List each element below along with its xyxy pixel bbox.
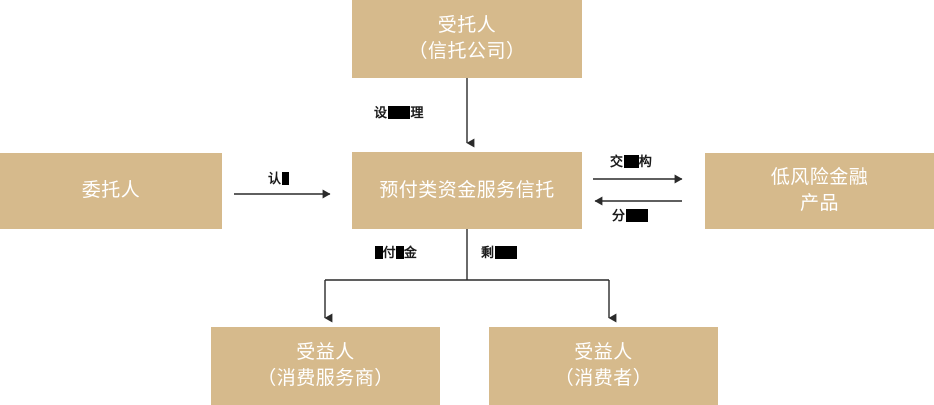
edge-label-setup-suffix: 理 xyxy=(410,105,424,120)
node-settlor[interactable]: 委托人 xyxy=(0,153,222,229)
edge-label-pay-redaction-2: ▮ xyxy=(396,246,404,259)
edge-label-setup-prefix: 设 xyxy=(374,105,388,120)
edge-label-subscribe-prefix: 认 xyxy=(268,171,282,186)
edge-label-structure-redaction: ▮▮ xyxy=(623,155,639,168)
edge-label-subscribe-redaction: ▮ xyxy=(281,172,290,185)
node-beneficiary-consumer[interactable]: 受益人 （消费者） xyxy=(489,327,718,405)
edge-label-pay-redaction-1: ▮ xyxy=(375,246,383,259)
edge-label-allocate-prefix: 分 xyxy=(612,208,626,223)
edge-label-subscribe: 认▮ xyxy=(268,171,290,186)
node-prepaid-fund-service-trust[interactable]: 预付类资金服务信托 xyxy=(352,152,582,229)
edge-label-structure-suffix: 构 xyxy=(638,154,653,169)
edge-label-allocate-redaction: ▮▮▮ xyxy=(625,209,649,222)
edge-label-setup: 设▮▮▮理 xyxy=(374,106,424,119)
node-low-risk-financial-products[interactable]: 低风险金融 产品 xyxy=(705,153,934,229)
edge-label-setup-redaction: ▮▮▮ xyxy=(387,106,411,119)
edge-label-residual: 剩▮▮▮ xyxy=(481,245,518,260)
edge-label-allocate: 分▮▮▮ xyxy=(612,208,649,223)
edge-label-pay-suffix: 金 xyxy=(403,245,418,260)
edge-label-structure: 交▮▮构 xyxy=(610,155,652,168)
node-trustee[interactable]: 受托人 （信托公司） xyxy=(352,0,582,78)
edge-label-pay-mid: 付 xyxy=(382,245,397,260)
edge-label-structure-prefix: 交 xyxy=(610,154,624,169)
node-beneficiary-merchant[interactable]: 受益人 （消费服务商） xyxy=(211,327,440,405)
edge-label-residual-prefix: 剩 xyxy=(481,245,495,260)
edge-label-pay: ▮付▮金 xyxy=(375,246,417,259)
edge-label-residual-redaction: ▮▮▮ xyxy=(494,246,518,259)
arrow-trust-to-beneficiaries xyxy=(324,229,617,323)
